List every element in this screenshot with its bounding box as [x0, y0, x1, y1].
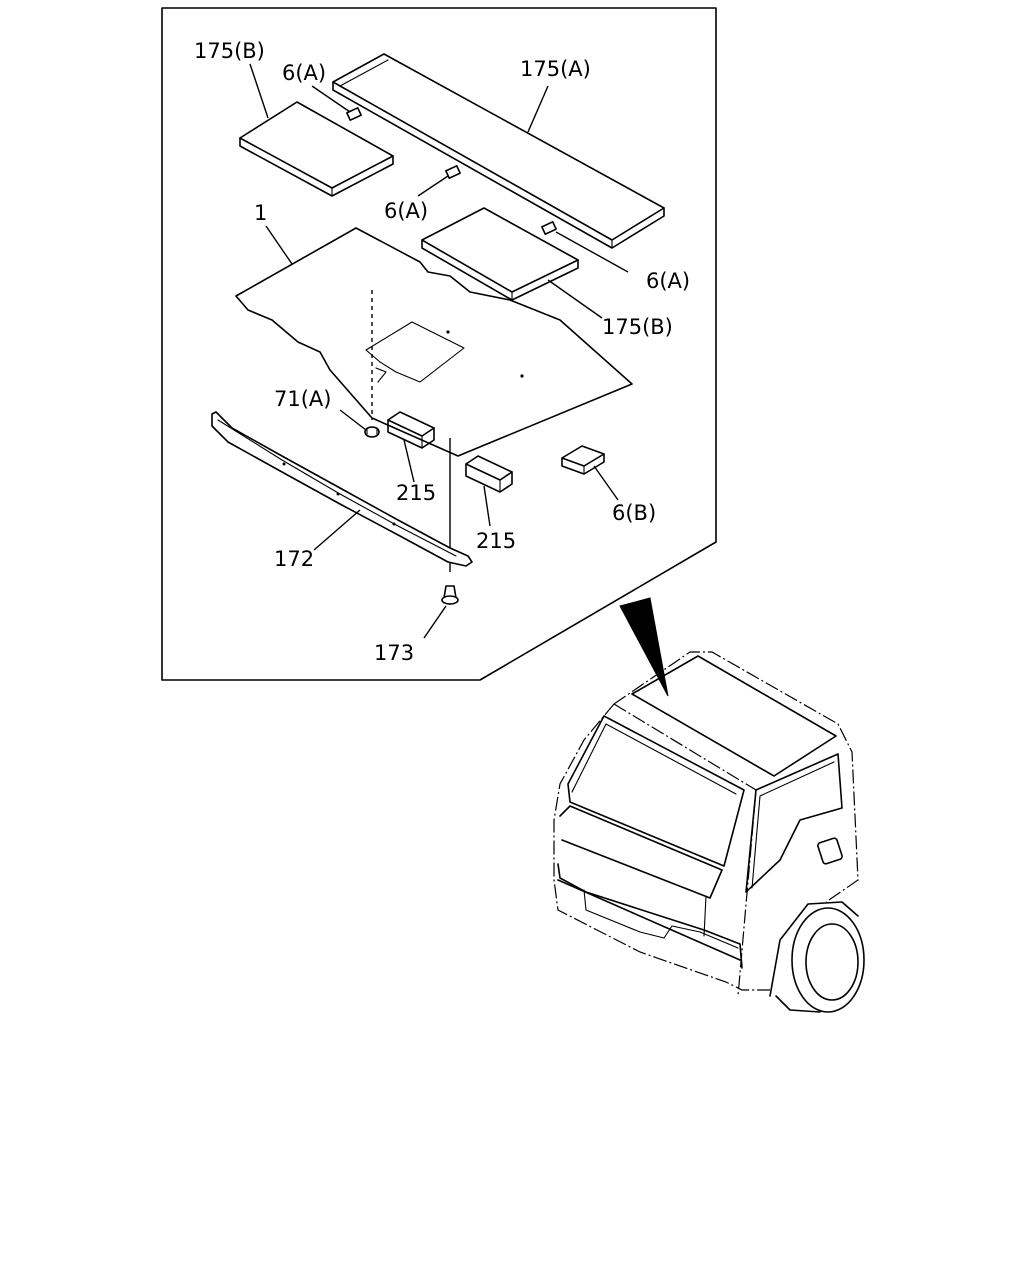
part-175a-pad [332, 53, 665, 249]
part-173-screw [441, 585, 459, 605]
label-6a-top: 6(A) [282, 61, 326, 85]
label-175b-right: 175(B) [602, 315, 673, 339]
part-1-headliner [235, 227, 633, 457]
label-1: 1 [254, 201, 267, 225]
label-175a: 175(A) [520, 57, 591, 81]
label-6b: 6(B) [612, 501, 656, 525]
callout-pointer [619, 597, 669, 697]
part-71a-nut [364, 426, 380, 438]
part-172-strip [211, 411, 473, 567]
label-6a-right: 6(A) [646, 269, 690, 293]
label-175b-top: 175(B) [194, 39, 265, 63]
part-6a-clips [346, 107, 557, 235]
label-215-a: 215 [396, 481, 436, 505]
part-6b-block [561, 445, 605, 475]
part-215-block-b [465, 455, 513, 493]
label-172: 172 [274, 547, 314, 571]
label-215-b: 215 [476, 529, 516, 553]
truck-cab-illustration [553, 651, 865, 1013]
label-71a: 71(A) [274, 387, 331, 411]
detail-frame [161, 7, 717, 681]
leader-lines [249, 63, 629, 639]
label-6a-mid: 6(A) [384, 199, 428, 223]
label-173: 173 [374, 641, 414, 665]
part-175b-pad-left [239, 101, 394, 197]
part-215-block-a [387, 411, 435, 449]
